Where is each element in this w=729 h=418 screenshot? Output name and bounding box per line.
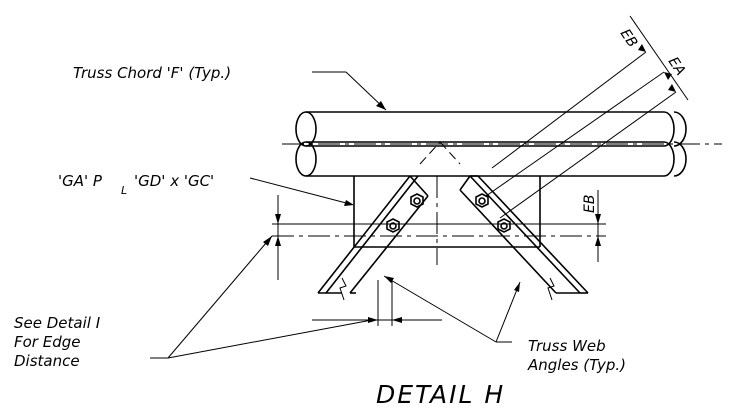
- label-dim-eb-top: EB: [617, 26, 641, 50]
- label-gusset-plate: 'GA' P L 'GD' x 'GC': [58, 172, 214, 197]
- label-dim-eb-right: EB: [582, 195, 598, 213]
- gusset-plate: [353, 176, 541, 248]
- work-point-lines: [419, 141, 461, 165]
- label-gusset-plate-right: 'GD' x 'GC': [134, 172, 214, 190]
- bolt-right-upper: [475, 193, 489, 208]
- bolt-left-upper: [410, 193, 424, 208]
- leader-gusset-plate: [249, 177, 354, 206]
- label-truss-chord: Truss Chord 'F' (Typ.): [73, 64, 231, 82]
- leader-see-detail: [150, 235, 373, 359]
- right-web-angle: [459, 175, 589, 301]
- bottom-horizontal-dimension: [312, 280, 442, 326]
- detail-title: DETAIL H: [376, 380, 505, 409]
- label-gusset-plate-sub: L: [121, 184, 127, 197]
- label-see-detail-1: See Detail I: [14, 314, 101, 332]
- label-gusset-plate-left: 'GA' P: [58, 172, 103, 190]
- left-web-angle: [317, 175, 429, 301]
- leader-truss-chord: [312, 71, 387, 111]
- label-web-angles-2: Angles (Typ.): [527, 356, 626, 374]
- label-web-angles-1: Truss Web: [528, 337, 606, 355]
- right-vertical-dimension: [595, 190, 601, 262]
- bolt-right-lower: [497, 218, 511, 233]
- label-see-detail-3: Distance: [14, 352, 80, 370]
- truss-chord: [295, 111, 687, 177]
- left-vertical-dimension: [275, 195, 281, 280]
- label-see-detail-2: For Edge: [14, 333, 81, 351]
- gauge-extension-lines: [485, 15, 689, 219]
- leader-web-angles: [383, 275, 521, 343]
- bolt-left-lower: [386, 218, 400, 233]
